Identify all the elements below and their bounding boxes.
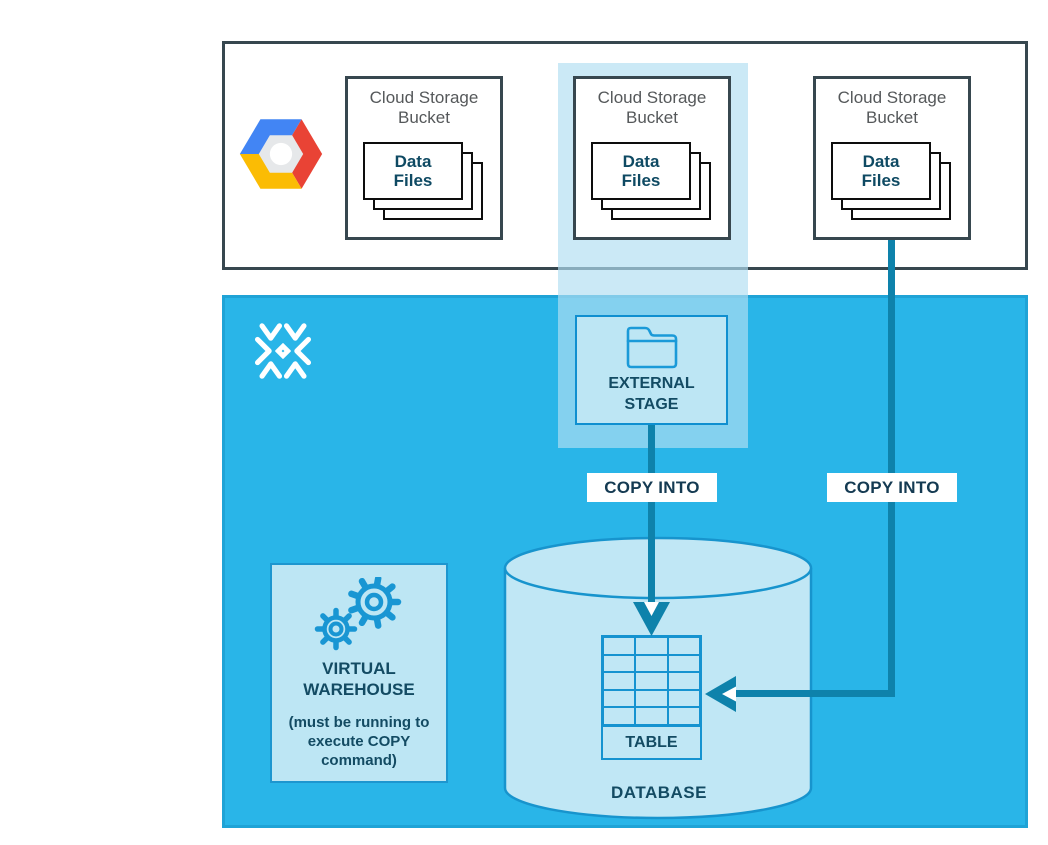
bucket-title: Cloud Storage Bucket: [369, 88, 479, 127]
external-stage-box: EXTERNAL STAGE: [575, 315, 728, 425]
copy-line-stage-to-table: [648, 425, 655, 602]
copy-into-label-2: COPY INTO: [827, 473, 957, 502]
table-label: TABLE: [601, 725, 702, 760]
cloud-storage-bucket-1: Cloud Storage Bucket Data Files: [345, 76, 503, 240]
data-files-label: Data Files: [831, 142, 931, 200]
google-cloud-platform-icon: [239, 119, 323, 189]
bucket-title: Cloud Storage Bucket: [597, 88, 707, 127]
virtual-warehouse-box: VIRTUAL WAREHOUSE (must be running to ex…: [270, 563, 448, 783]
bucket-title: Cloud Storage Bucket: [837, 88, 947, 127]
data-files-icon: Data Files: [831, 142, 955, 224]
external-stage-label: EXTERNAL STAGE: [608, 375, 695, 413]
arrow-left-icon: [705, 676, 736, 712]
table-grid-icon: [601, 635, 702, 727]
data-files-icon: Data Files: [591, 142, 715, 224]
database-label: DATABASE: [611, 783, 707, 802]
copy-line-bucket3-horizontal: [734, 690, 895, 697]
snowflake-icon: [254, 323, 312, 379]
copy-line-bucket3-vertical: [888, 240, 895, 697]
gears-icon: [314, 577, 402, 651]
data-files-icon: Data Files: [363, 142, 487, 224]
copy-into-label-1: COPY INTO: [587, 473, 717, 502]
data-files-label: Data Files: [363, 142, 463, 200]
database-cylinder-icon: [503, 536, 813, 820]
arrow-down-icon: [633, 602, 670, 636]
cloud-storage-bucket-2: Cloud Storage Bucket Data Files: [573, 76, 731, 240]
virtual-warehouse-title: VIRTUAL WAREHOUSE: [303, 659, 415, 699]
folder-icon: [626, 326, 677, 369]
data-files-label: Data Files: [591, 142, 691, 200]
virtual-warehouse-note: (must be running to execute COPY command…: [288, 714, 430, 769]
cloud-storage-bucket-3: Cloud Storage Bucket Data Files: [813, 76, 971, 240]
